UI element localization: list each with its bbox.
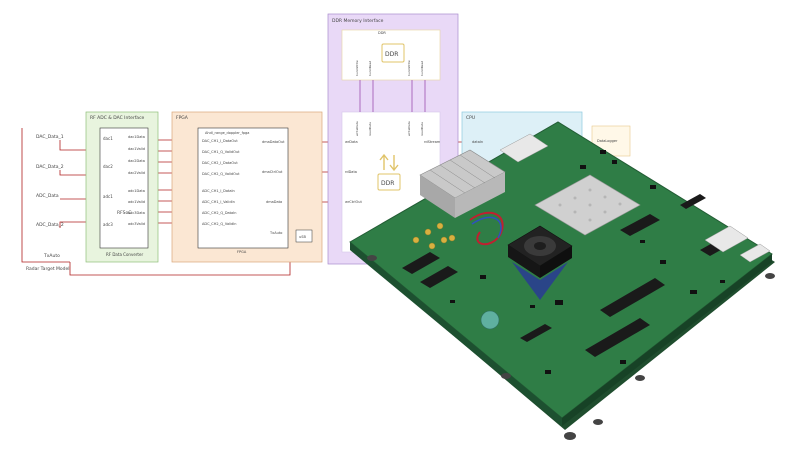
- heat-spreader: [534, 174, 641, 236]
- rf-port: adc1: [103, 194, 113, 199]
- fpga-block: FPGA Ahdl_range_doppler_fpga DAC_CH1_I_D…: [171, 111, 323, 263]
- fpga-port: DAC_CH1_Q_ValidOut: [202, 150, 240, 154]
- sma-connectors: [412, 222, 456, 250]
- rf-interface-block: RF ADC & DAC Interface dac1 dac2 adc1 ad…: [85, 111, 159, 263]
- left-signals: DAC_Data_1 DAC_Data_2 ADC_Data ADC_Data_…: [26, 134, 70, 272]
- ddr-bus-label: burstRead: [420, 61, 424, 76]
- signal-label: ADC_Data: [36, 193, 59, 199]
- fpga-port: TxAuto: [269, 231, 282, 235]
- rf-chip-label: RFSoC: [117, 210, 131, 216]
- fpga-port: dmaDataOut: [262, 140, 285, 144]
- cpu-port: rdStream: [424, 140, 441, 144]
- ddr-bus-label: burstWrite: [407, 60, 411, 76]
- rf-out: adc3Valid: [128, 222, 145, 226]
- fpga-port: ADC_CH1_I_ValidIn: [202, 200, 235, 204]
- rf-chip: [99, 127, 149, 249]
- fpga-title: FPGA: [176, 115, 189, 121]
- ddr-bus-label: burstRead: [368, 61, 372, 76]
- cooling-fan: [507, 225, 573, 300]
- ddr-memory: [341, 29, 441, 81]
- ddr-port: wrCtrlOut: [345, 200, 363, 204]
- fpga-port: DAC_CH2_Q_ValidOut: [202, 172, 240, 176]
- board-components: [450, 150, 725, 374]
- signal-label: TxAuto: [43, 253, 60, 259]
- usb-box-label: uSB: [299, 235, 306, 239]
- ddr-transfer-icon: DDR: [377, 153, 401, 191]
- fpga-port: DAC_CH1_I_DataOut: [202, 139, 238, 143]
- rf-out: adc3Data: [128, 211, 145, 215]
- signal-label: ADC_Data_2: [36, 222, 64, 228]
- fpga-port: ADC_CH2_Q_DataIn: [202, 211, 236, 215]
- fpga-footer: FPGA: [237, 250, 247, 254]
- ddr-title: DDR Memory Interface: [332, 18, 384, 24]
- ddr-chip-icon: [381, 43, 405, 63]
- rf-out: dac1Data: [128, 135, 145, 139]
- ddr-bus-label: writeData: [355, 121, 359, 136]
- bottom-label: Radar Target Model: [26, 266, 70, 272]
- signal-label: DAC_Data_1: [36, 134, 64, 140]
- rf-port: dac1: [103, 136, 113, 141]
- usb-box: [295, 229, 313, 243]
- ddr-port: rdData: [345, 170, 357, 174]
- board-standoffs: [367, 255, 775, 440]
- signal-label: DAC_Data_2: [36, 164, 64, 170]
- rf-out: dac1Valid: [128, 147, 145, 151]
- ddr-bus-label: readData: [420, 122, 424, 136]
- cpu-title: CPU: [466, 115, 475, 121]
- ddr-bus-label: readData: [368, 122, 372, 136]
- fpga-dev-board: [349, 121, 775, 440]
- fpga-port: ADC_CH2_Q_ValidIn: [202, 222, 237, 226]
- rf-port: dac2: [103, 164, 113, 169]
- rf-title: RF ADC & DAC Interface: [90, 115, 145, 121]
- board-ports: [499, 133, 771, 263]
- rf-out: dac2Data: [128, 159, 145, 163]
- fpga-port: DAC_CH2_I_DataOut: [202, 161, 238, 165]
- ddr-bus-label: writeData: [407, 121, 411, 136]
- board-connectors: [402, 194, 735, 357]
- rf-out: adc1Valid: [128, 200, 145, 204]
- rf-port: adc3: [103, 222, 113, 227]
- fpga-chip: [197, 127, 289, 249]
- ddr-port: wrData: [345, 140, 358, 144]
- fpga-inner-title: Ahdl_range_doppler_fpga: [205, 131, 249, 135]
- sd-card-slot: [480, 310, 500, 330]
- ddr-mem-label: DDR: [378, 31, 386, 35]
- cpu-port: dataIn: [472, 140, 483, 144]
- fpga-port: dmaData: [266, 200, 282, 204]
- rf-out: dac2Valid: [128, 171, 145, 175]
- data-logger-label: DataLogger: [597, 139, 618, 143]
- rf-footer: RF Data Converter: [106, 252, 143, 257]
- rf-out: adc1Data: [128, 189, 145, 193]
- ddr-chip-label: DDR: [385, 51, 398, 58]
- sfp-cages: [419, 149, 506, 218]
- ddr-chip-label: DDR: [381, 180, 394, 187]
- fpga-port: dmaCtrlOut: [262, 170, 283, 174]
- ddr-buses: [359, 80, 426, 112]
- ddr-bus-label: burstWrite: [355, 60, 359, 76]
- fpga-port: ADC_CH1_I_DataIn: [202, 189, 235, 193]
